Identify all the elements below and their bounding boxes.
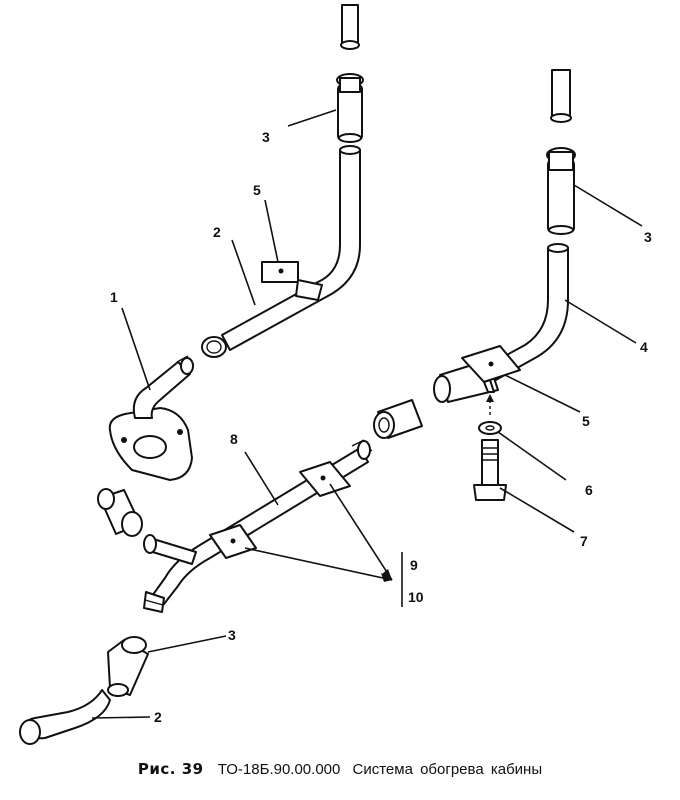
leader-5-upper [264, 199, 279, 263]
leader-9-10-b [329, 483, 393, 581]
leader-7 [499, 487, 575, 533]
leader-2-upper [231, 239, 256, 306]
figure-number: Рис. 39 [137, 760, 204, 778]
leader-6 [497, 431, 567, 481]
leader-2-bottom [91, 716, 151, 719]
hose-3-bottom [107, 636, 149, 697]
pipe-stub-top-right [550, 69, 572, 123]
washer-6 [478, 421, 502, 435]
bolt-7 [473, 439, 507, 501]
pipe-stub-top-left [340, 4, 360, 50]
part-number-1: 1 [110, 289, 118, 305]
leader-5-right [504, 374, 581, 413]
leader-4 [564, 299, 637, 344]
bracket-9-10-right [299, 461, 351, 497]
pipe-8-branch [143, 534, 197, 565]
arrow-9-10-b [382, 569, 392, 580]
part-number-3-top-right: 3 [644, 229, 652, 245]
leader-8 [244, 451, 279, 506]
part-number-9: 9 [410, 557, 418, 573]
part-number-5-upper: 5 [253, 182, 261, 198]
hose-3-top-left [336, 73, 364, 143]
drawing-code: ТО-18Б.90.00.000 [217, 761, 341, 778]
hose-coupling-middle [373, 399, 423, 439]
flange-fitting-1 [108, 355, 195, 481]
part-number-10: 10 [408, 589, 424, 605]
part-number-4: 4 [640, 339, 648, 355]
pipe-2-upper [201, 145, 361, 358]
bracket-5-right [461, 345, 521, 418]
part-number-3-top-left: 3 [262, 129, 270, 145]
figure-title: Система обогрева кабины [352, 761, 543, 778]
bracket-5-upper [261, 261, 323, 301]
leader-3-bottom [147, 635, 227, 653]
arrow-9-10-a [381, 573, 392, 582]
hose-coupling-left [97, 488, 143, 537]
figure-caption: Рис. 39 ТО-18Б.90.00.000 Система обогрев… [0, 760, 680, 790]
pipe-2-bottom [19, 689, 111, 745]
pipe-4 [433, 243, 569, 403]
leader-1 [121, 307, 151, 391]
part-number-8: 8 [230, 431, 238, 447]
heater-system-exploded-diagram: 3 5 2 1 3 4 5 6 7 8 9 10 3 2 [19, 4, 652, 745]
leader-9-10-a [244, 547, 393, 581]
part-number-5-right: 5 [582, 413, 590, 429]
part-number-7: 7 [580, 533, 588, 549]
part-number-3-bottom: 3 [228, 627, 236, 643]
part-number-2-bottom: 2 [154, 709, 162, 725]
hose-3-top-right [546, 147, 576, 235]
bracket-9-10-left [209, 524, 257, 559]
leader-3-top-right [573, 184, 643, 227]
part-number-2-upper: 2 [213, 224, 221, 240]
part-number-6: 6 [585, 482, 593, 498]
leader-3-top-left [287, 109, 337, 127]
